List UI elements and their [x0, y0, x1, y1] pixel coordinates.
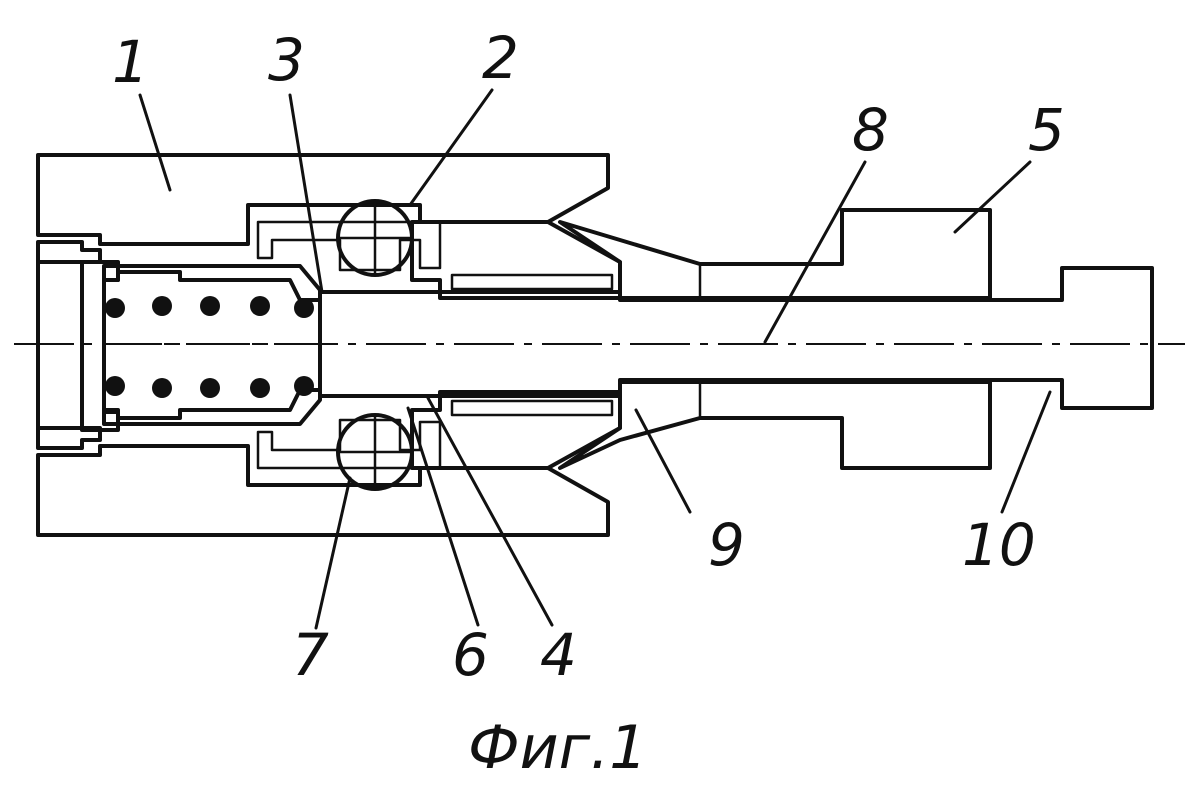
sleeve-upper — [104, 266, 320, 300]
spring — [105, 296, 318, 398]
end-plug-upper — [38, 242, 100, 262]
rod — [320, 268, 1152, 408]
seal-strip-upper — [452, 275, 612, 289]
ref-5: 5 — [1028, 96, 1065, 164]
housing-upper — [38, 155, 608, 244]
taper-upper — [560, 210, 990, 298]
ref-3: 3 — [268, 26, 305, 94]
housing-lower — [38, 446, 608, 535]
ref-6: 6 — [452, 621, 489, 689]
ref-9: 9 — [708, 511, 745, 579]
spring-cup — [82, 262, 118, 430]
taper-lower — [560, 382, 990, 468]
figure-caption: Фиг.1 — [468, 713, 647, 783]
ref-4: 4 — [540, 621, 577, 689]
ref-2: 2 — [482, 24, 519, 92]
inner-collar-upper — [412, 222, 620, 298]
seal-strip-lower — [452, 401, 612, 415]
leader-lines — [140, 90, 1050, 628]
ref-7: 7 — [292, 621, 329, 689]
ball-upper — [338, 201, 412, 275]
ref-1: 1 — [112, 28, 149, 96]
ref-8: 8 — [852, 96, 889, 164]
ref-10: 10 — [962, 511, 1036, 579]
